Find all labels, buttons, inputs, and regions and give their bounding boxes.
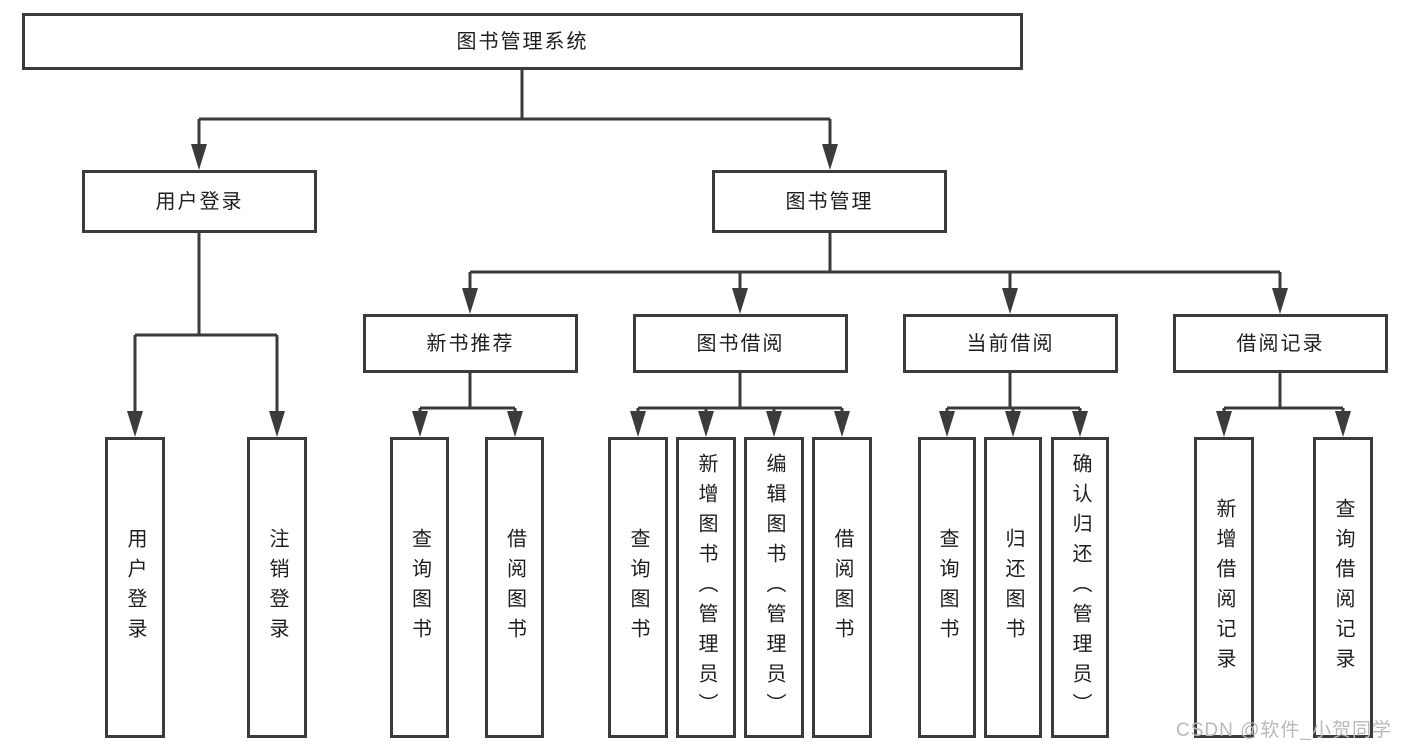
leaf-return-book-label: 归还图书	[1002, 527, 1024, 648]
node-user-login: 用户登录	[82, 170, 317, 233]
node-book-borrowing: 图书借阅	[633, 314, 848, 373]
leaf-query-books-borrowing-label: 查询图书	[627, 527, 649, 648]
leaf-user-login-label: 用户登录	[124, 527, 146, 648]
leaf-confirm-return-admin: 确认归还（管理员）	[1051, 437, 1109, 738]
leaf-logout-login-label: 注销登录	[266, 527, 288, 648]
leaf-query-books-recommend-label: 查询图书	[408, 527, 431, 648]
connector-root-to-level2	[191, 70, 838, 170]
leaf-add-book-admin: 新增图书（管理员）	[676, 437, 736, 738]
leaf-add-book-admin-label: 新增图书（管理员）	[695, 452, 717, 723]
leaf-borrow-books-borrowing: 借阅图书	[812, 437, 872, 738]
leaf-add-borrow-record-label: 新增借阅记录	[1213, 497, 1235, 678]
leaf-add-borrow-record: 新增借阅记录	[1194, 437, 1254, 738]
leaf-user-login: 用户登录	[105, 437, 165, 738]
node-current-borrowing: 当前借阅	[903, 314, 1118, 373]
leaf-query-books-current: 查询图书	[918, 437, 976, 738]
leaf-logout-login: 注销登录	[247, 437, 307, 738]
leaf-return-book: 归还图书	[984, 437, 1042, 738]
node-library-system-label: 图书管理系统	[456, 30, 589, 53]
watermark-text: CSDN @软件_小贺同学	[1176, 720, 1392, 741]
leaf-borrow-books-recommend: 借阅图书	[485, 437, 544, 738]
node-current-borrowing-label: 当前借阅	[966, 332, 1055, 355]
node-borrowing-records: 借阅记录	[1173, 314, 1388, 373]
leaf-borrow-books-recommend-label: 借阅图书	[503, 527, 526, 648]
leaf-query-books-current-label: 查询图书	[936, 527, 958, 648]
leaf-edit-book-admin-label: 编辑图书（管理员）	[763, 452, 785, 723]
connector-mgmt-to-level3	[462, 233, 1288, 314]
connector-current-to-leaves	[939, 373, 1088, 437]
connector-login-to-leaves	[127, 233, 285, 437]
connector-borrowing-to-leaves	[630, 373, 850, 437]
leaf-edit-book-admin: 编辑图书（管理员）	[744, 437, 804, 738]
node-user-login-label: 用户登录	[155, 190, 244, 213]
connector-records-to-leaves	[1216, 373, 1351, 437]
node-borrowing-records-label: 借阅记录	[1236, 332, 1325, 355]
leaf-query-borrow-record-label: 查询借阅记录	[1332, 497, 1354, 678]
node-new-book-recommend-label: 新书推荐	[426, 332, 515, 355]
leaf-query-books-recommend: 查询图书	[390, 437, 449, 738]
connector-recommend-to-leaves	[412, 373, 523, 437]
node-book-management: 图书管理	[712, 170, 947, 233]
leaf-borrow-books-borrowing-label: 借阅图书	[831, 527, 853, 648]
node-new-book-recommend: 新书推荐	[363, 314, 578, 373]
leaf-query-books-borrowing: 查询图书	[608, 437, 668, 738]
node-book-management-label: 图书管理	[785, 190, 874, 213]
leaf-query-borrow-record: 查询借阅记录	[1313, 437, 1373, 738]
node-library-system: 图书管理系统	[22, 13, 1023, 70]
leaf-confirm-return-admin-label: 确认归还（管理员）	[1069, 452, 1091, 723]
node-book-borrowing-label: 图书借阅	[696, 332, 785, 355]
